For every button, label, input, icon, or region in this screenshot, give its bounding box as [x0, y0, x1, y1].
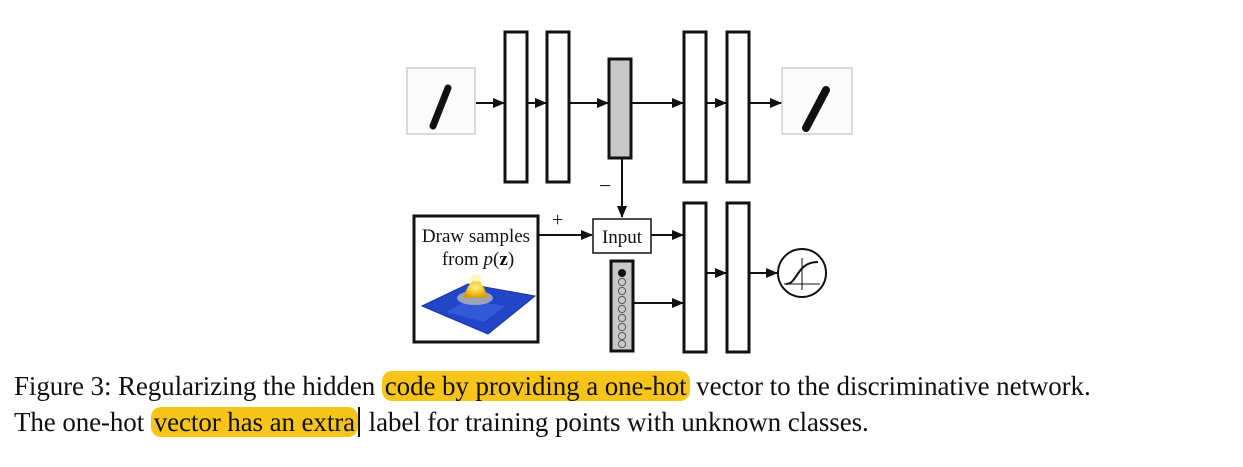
caption-text-4: label for training points with unknown c… [362, 407, 869, 437]
input-digit-image [406, 67, 476, 135]
sigmoid-output-node [777, 248, 827, 298]
caption-line-2: The one-hot vector has an extra label fo… [14, 404, 1234, 440]
sampler-line-2: from p(z) [442, 249, 514, 270]
sampler-box: Draw samples from p(z) [412, 214, 540, 344]
input-label: Input [602, 227, 643, 248]
hidden-code-layer [607, 57, 633, 160]
caption-highlight-1[interactable]: code by providing a one-hot [381, 371, 690, 401]
caption-line-1: Figure 3: Regularizing the hidden code b… [14, 368, 1234, 404]
caption-text-3: The one-hot [14, 407, 151, 437]
caption-text-1: Figure 3: Regularizing the hidden [14, 371, 382, 401]
plus-sign: + [552, 209, 563, 231]
decoder-layer-1 [682, 30, 708, 184]
discriminator-layer-2 [725, 201, 751, 354]
encoder-layer-2 [545, 30, 571, 184]
prior-distribution-plot [420, 274, 537, 335]
minus-sign: − [599, 173, 611, 198]
figure-caption: Figure 3: Regularizing the hidden code b… [14, 368, 1234, 440]
one-hot-vector [609, 259, 635, 353]
autoencoder-diagram: − Draw samples from p(z) + Input [406, 30, 853, 354]
caption-highlight-2[interactable]: vector has an extra [150, 407, 359, 437]
discriminator-layer-1 [682, 201, 708, 354]
output-digit-image [781, 67, 853, 135]
decoder-layer-2 [725, 30, 751, 184]
caption-text-2: vector to the discriminative network. [689, 371, 1091, 401]
text-cursor [358, 407, 361, 437]
sampler-line-1: Draw samples [422, 226, 530, 247]
encoder-layer-1 [503, 30, 529, 184]
